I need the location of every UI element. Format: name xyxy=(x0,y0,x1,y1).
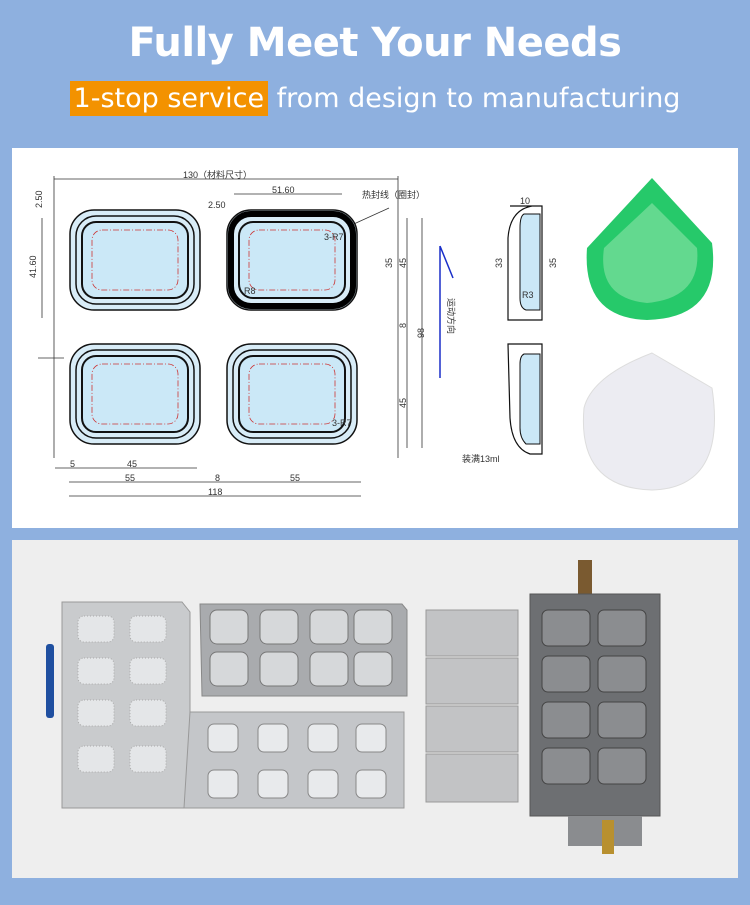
pod-photo-green xyxy=(586,178,714,320)
forming-mold-base xyxy=(46,601,191,809)
technical-drawing: 130（材料尺寸） 热封线（圈封） 51.60 2.50 2.50 41.60 … xyxy=(28,169,715,497)
cutting-plates xyxy=(425,609,519,803)
fill-volume-label: 装满13ml xyxy=(462,453,500,464)
dim-45-b: 45 xyxy=(398,398,408,408)
section-dim-35: 35 xyxy=(548,258,558,268)
dim-55-b: 55 xyxy=(290,473,300,483)
dim-2-50-a: 2.50 xyxy=(34,190,44,208)
cavity-outlines xyxy=(69,209,358,445)
section-dim-33: 33 xyxy=(494,258,504,268)
dim-41-60: 41.60 xyxy=(28,255,38,278)
pod-photo-clear xyxy=(582,352,715,491)
subtitle-rest: from design to manufacturing xyxy=(276,83,681,114)
subtitle-highlight: 1-stop service xyxy=(69,81,269,116)
heat-seal-label: 热封线（圈封） xyxy=(362,189,425,200)
dim-2-50-b: 2.50 xyxy=(208,200,226,210)
dim-98: 98 xyxy=(416,328,426,338)
direction-label: 运动方向 xyxy=(446,298,457,334)
section-views xyxy=(507,205,543,455)
dim-5: 5 xyxy=(70,459,75,469)
dim-118: 118 xyxy=(208,487,222,497)
dim-8-v: 8 xyxy=(398,323,408,328)
page-title: Fully Meet Your Needs xyxy=(128,20,622,66)
cavity-plate-lower xyxy=(183,711,405,809)
section-dim-10: 10 xyxy=(520,196,530,206)
subtitle: 1-stop service from design to manufactur… xyxy=(0,81,750,116)
mold-photo-panel xyxy=(12,540,738,878)
cavity-plate-upper xyxy=(199,603,408,697)
mold-photo xyxy=(46,560,661,854)
dim-35: 35 xyxy=(384,258,394,268)
direction-arrow xyxy=(439,245,454,378)
sealing-mold xyxy=(529,560,661,854)
dim-130: 130（材料尺寸） xyxy=(183,169,252,180)
dim-3r7-a: 3-R7 xyxy=(324,232,344,242)
technical-drawing-panel: 130（材料尺寸） 热封线（圈封） 51.60 2.50 2.50 41.60 … xyxy=(12,148,738,528)
dim-3r7-b: 3-R7 xyxy=(332,418,352,428)
dim-8-h: 8 xyxy=(215,473,220,483)
dim-45-h: 45 xyxy=(127,459,137,469)
dim-45-a: 45 xyxy=(398,258,408,268)
dim-r8: R8 xyxy=(244,286,256,296)
dim-55-a: 55 xyxy=(125,473,135,483)
dim-51-60: 51.60 xyxy=(272,185,295,195)
section-dim-r3: R3 xyxy=(522,290,534,300)
